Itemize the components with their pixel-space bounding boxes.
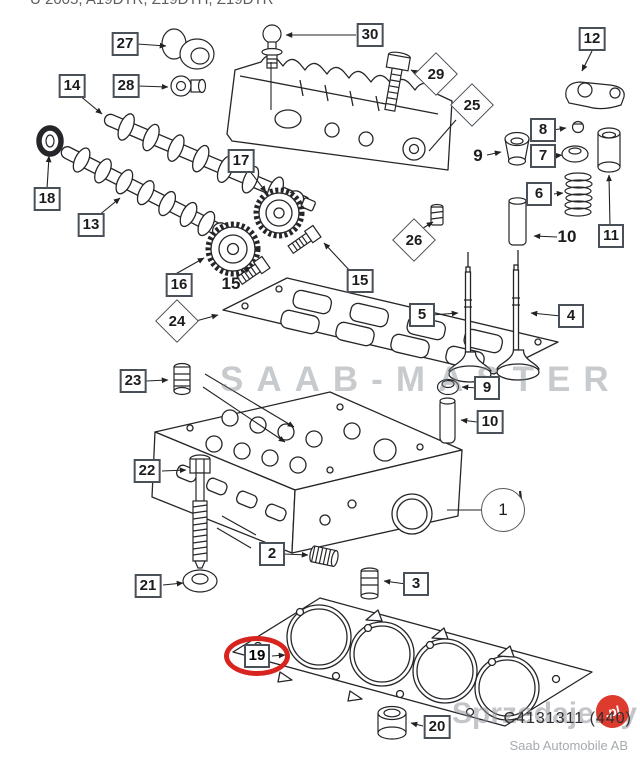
callout-15-a: 15 — [221, 274, 241, 293]
callout-10-top: 10 — [557, 227, 577, 246]
callout-28: 28 — [112, 74, 140, 98]
company-credit: Saab Automobile AB — [509, 738, 628, 753]
callout-19: 19 — [243, 644, 271, 668]
camshaft-exhaust-drawing — [60, 146, 230, 240]
callout-20: 20 — [423, 715, 451, 739]
callout-23: 23 — [119, 369, 147, 393]
callout-4: 4 — [558, 304, 584, 328]
callout-12: 12 — [578, 27, 606, 51]
small-parts-drawing — [36, 24, 411, 740]
callout-9-top: 9 — [473, 146, 483, 165]
callout-13: 13 — [77, 213, 105, 237]
callout-3: 3 — [403, 572, 429, 596]
callout-26: 26 — [391, 217, 437, 263]
saab-master-watermark: SAAB-MASTER — [220, 360, 622, 399]
callout-22: 22 — [133, 459, 161, 483]
callout-8: 8 — [530, 118, 556, 142]
callout-2: 2 — [259, 542, 285, 566]
callout-10-bottom: 10 — [476, 410, 504, 434]
red-highlight-ellipse: 19 — [224, 636, 290, 676]
camshaft-gears-drawing — [205, 187, 305, 277]
callout-16: 16 — [165, 273, 193, 297]
callout-24: 24 — [154, 298, 200, 344]
engine-codes-title: Ü 2005, A19DTR, Z19DTH, Z19DTR — [30, 0, 273, 8]
stud-drawing — [430, 203, 444, 226]
figure-code: C4131311 (440) — [503, 710, 632, 727]
callout-17: 17 — [227, 149, 255, 173]
head-gasket-drawing — [232, 597, 593, 727]
callout-18: 18 — [33, 187, 61, 211]
callout-9-bottom: 9 — [474, 376, 500, 400]
valvetrain-parts-drawing — [436, 81, 625, 444]
callout-29: 29 — [413, 51, 459, 97]
callout-11: 11 — [598, 224, 624, 248]
callout-1: 1 — [481, 488, 525, 532]
callout-21: 21 — [134, 574, 162, 598]
callout-30: 30 — [356, 23, 384, 47]
callout-7: 7 — [530, 144, 556, 168]
cam-carrier-gasket-drawing — [222, 277, 559, 375]
callout-5: 5 — [409, 303, 435, 327]
gear-bolt-drawing — [287, 224, 322, 255]
callout-15-b: 15 — [346, 269, 374, 293]
callout-25: 25 — [449, 82, 495, 128]
callout-14: 14 — [58, 74, 86, 98]
callout-27: 27 — [111, 32, 139, 56]
callout-6: 6 — [526, 182, 552, 206]
